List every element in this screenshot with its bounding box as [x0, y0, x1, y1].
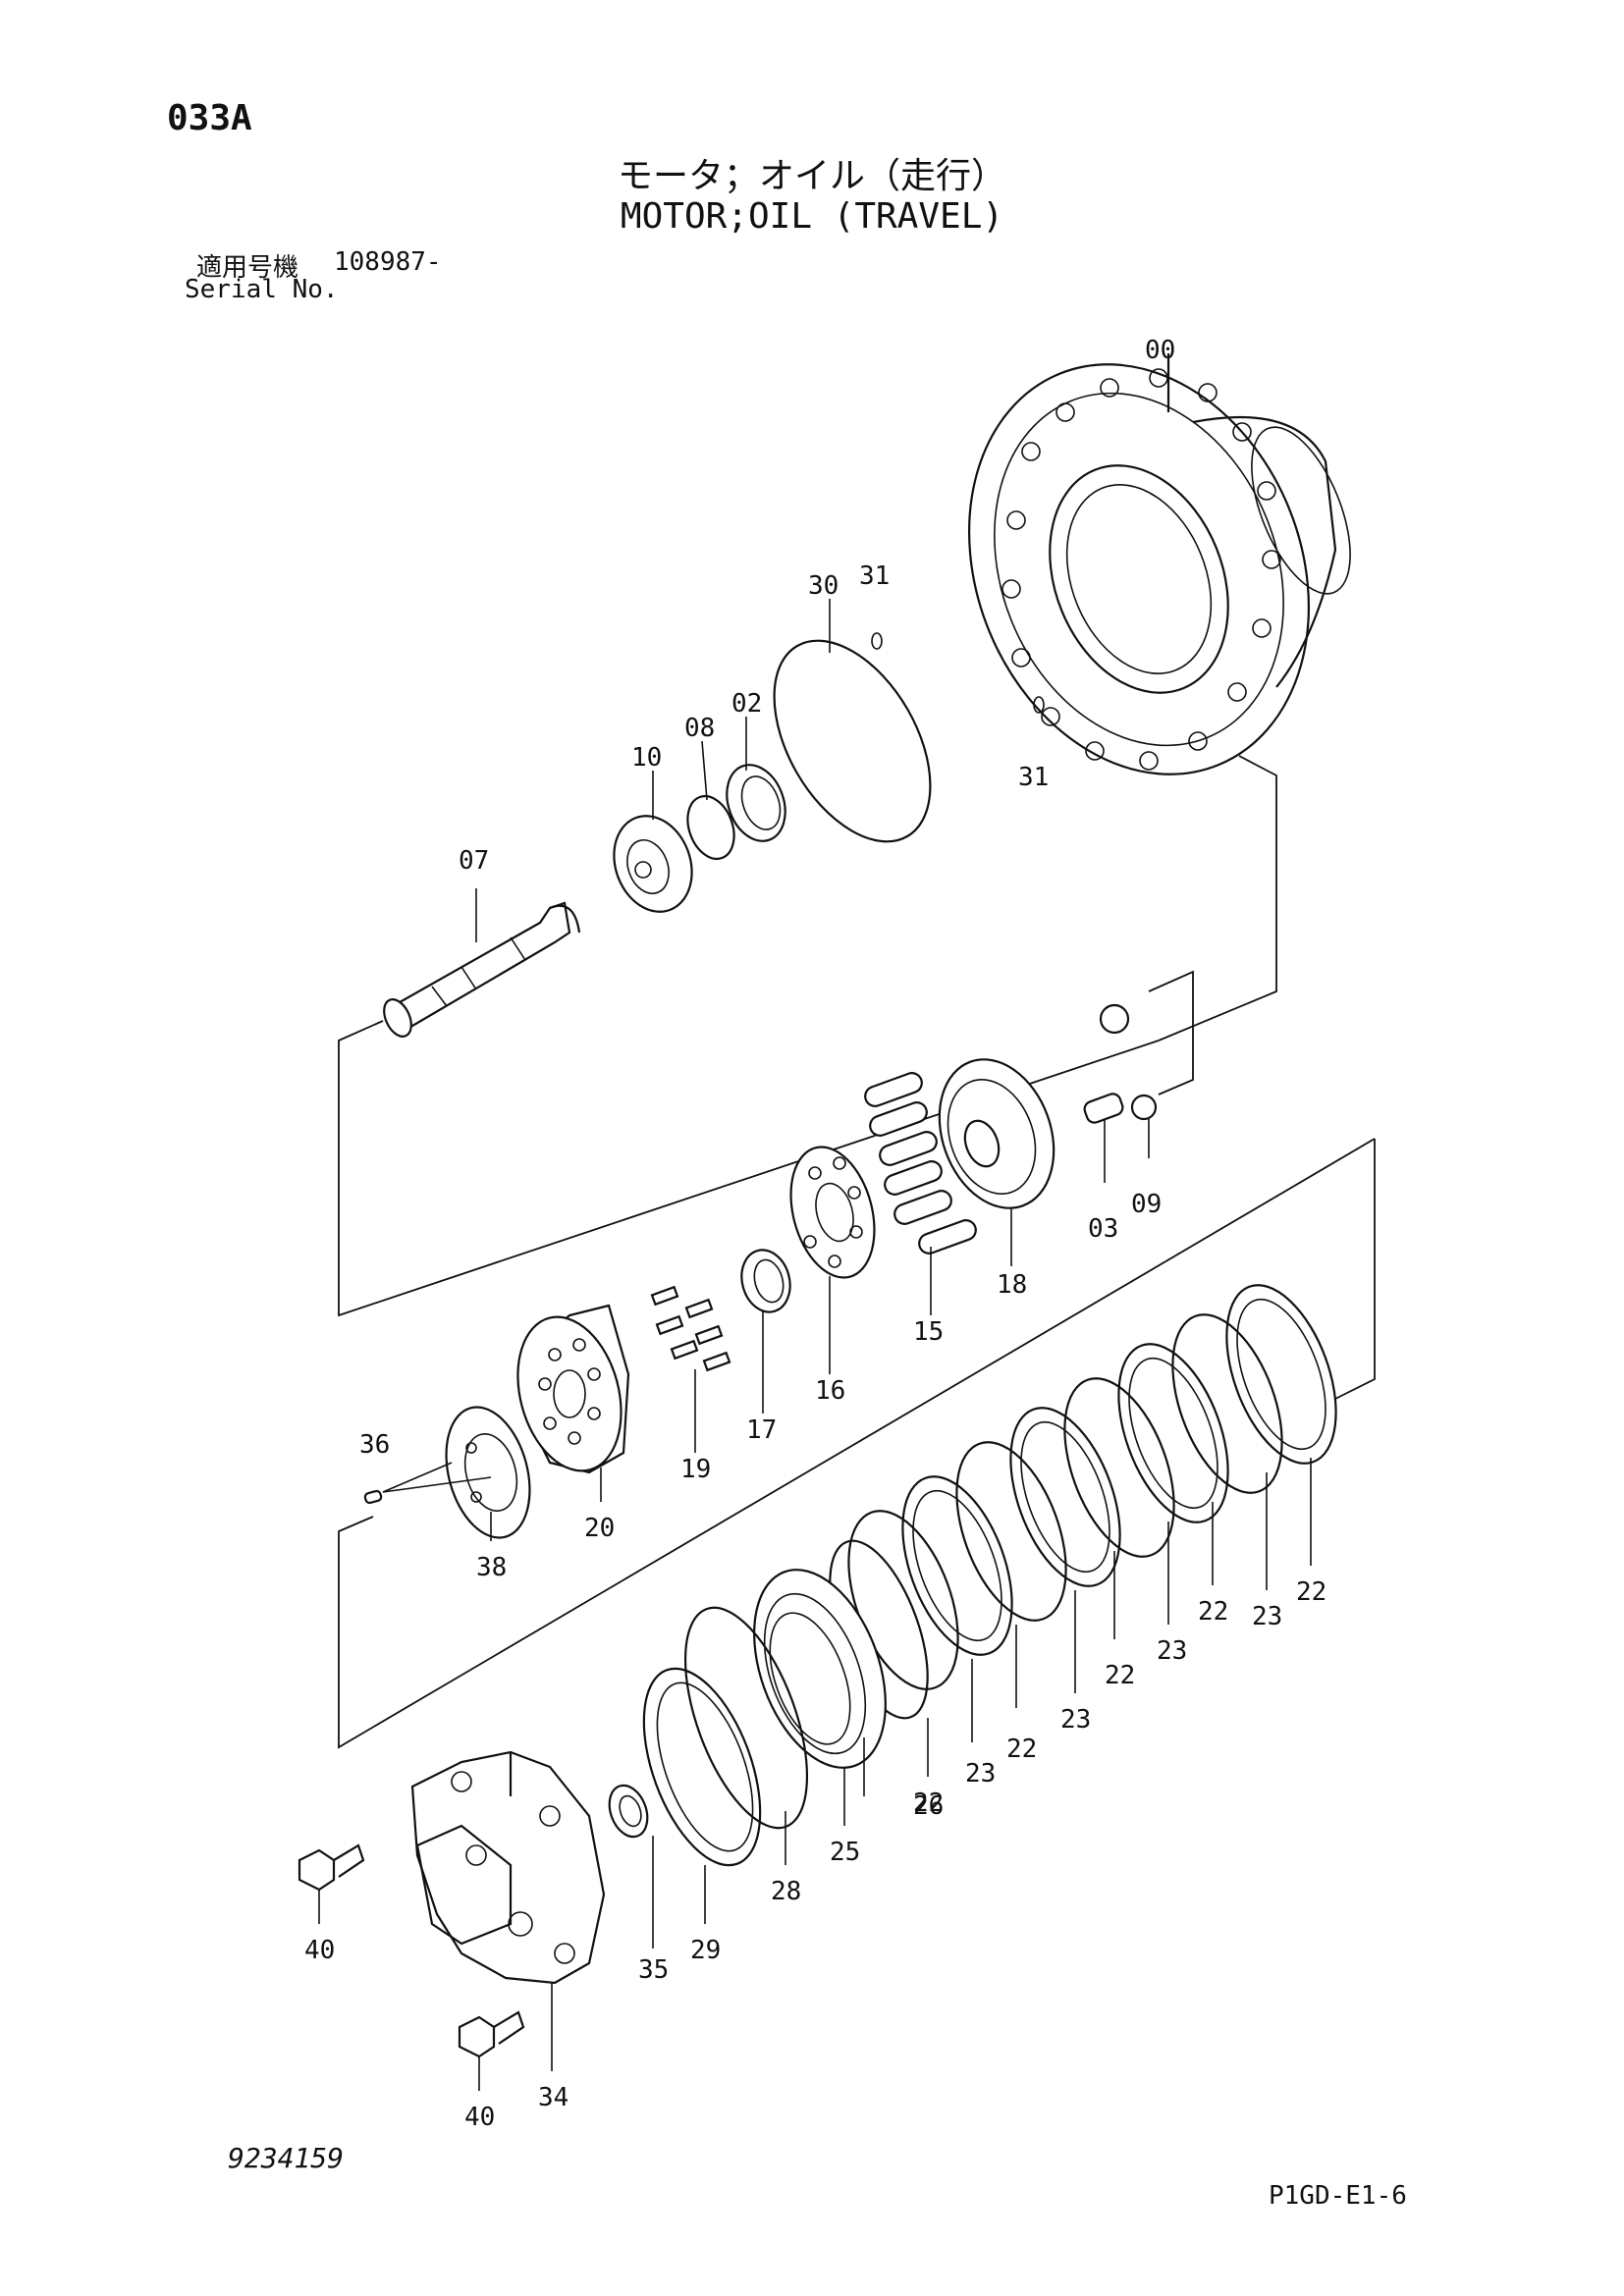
callout-02: 02: [731, 689, 762, 719]
part-springs: [650, 1285, 731, 1372]
part-cylinder-block: [516, 1304, 630, 1474]
part-o-ring-outer: [642, 1667, 762, 1867]
serial-label-english: Serial No.: [185, 275, 339, 304]
part-small-pin: [363, 1489, 383, 1505]
title-japanese: モータ；オイル（走行）: [617, 156, 1006, 196]
callout-22c: 22: [1105, 1661, 1135, 1690]
part-brake-piston: [753, 1569, 887, 1769]
part-o-ring-small: [1033, 696, 1045, 714]
part-o-ring-small: [871, 632, 883, 650]
callout-10: 10: [631, 743, 662, 773]
part-pistons: [864, 1072, 977, 1255]
part-swash-plate: [938, 1058, 1056, 1209]
part-bearing: [613, 815, 693, 913]
part-valve-casing: [410, 1750, 606, 1985]
callout-22b: 22: [1198, 1597, 1228, 1627]
callout-labels: 00 31 30 02 08 10 31 07 09 03 18 15 16 1…: [304, 336, 1326, 2132]
callout-23b: 23: [1157, 1636, 1187, 1666]
callout-15: 15: [913, 1317, 944, 1347]
part-friction-plates: [847, 1284, 1337, 1690]
part-bolt: [458, 2010, 525, 2058]
callout-28: 28: [771, 1877, 801, 1906]
serial-label-japanese: 適用号機: [196, 253, 299, 283]
callout-20: 20: [584, 1514, 615, 1543]
part-bushing: [740, 1249, 791, 1313]
callout-23d: 23: [965, 1759, 996, 1789]
part-seal: [726, 764, 786, 842]
serial-number: 108987-: [334, 247, 442, 277]
drawing-number: 9234159: [228, 2142, 345, 2174]
group-bracket-lines: [338, 755, 1376, 1749]
callout-25: 25: [830, 1838, 860, 1867]
callout-22d: 22: [1006, 1735, 1037, 1764]
part-shaft: [383, 901, 581, 1038]
part-plug: [1099, 1003, 1158, 1121]
part-housing: [968, 353, 1351, 775]
sheet-code: 033A: [167, 98, 252, 138]
callout-29: 29: [690, 1936, 721, 1965]
part-snap-ring: [686, 794, 735, 861]
callout-18: 18: [997, 1270, 1027, 1300]
callout-35: 35: [638, 1955, 669, 1985]
callout-26: 26: [913, 1791, 944, 1821]
callout-22e: 22: [913, 1789, 944, 1818]
part-needle-bearing: [608, 1784, 649, 1839]
callout-22: 22: [1296, 1577, 1326, 1607]
leader-line: [382, 1462, 453, 1493]
callout-38: 38: [476, 1553, 507, 1582]
callout-08: 08: [684, 714, 715, 743]
callout-30: 30: [808, 571, 839, 601]
callout-00: 00: [1145, 336, 1175, 365]
callout-31: 31: [859, 561, 890, 591]
part-o-ring-large: [773, 639, 932, 843]
callout-40b: 40: [464, 2103, 495, 2132]
callout-40: 40: [304, 1936, 335, 1965]
part-retainer-plate: [789, 1146, 876, 1279]
callout-leaders: [318, 363, 1312, 2091]
page-reference: P1GD-E1-6: [1269, 2181, 1407, 2211]
callout-03: 03: [1088, 1214, 1118, 1244]
callout-09: 09: [1131, 1190, 1162, 1219]
callout-07: 07: [459, 846, 489, 876]
callout-16: 16: [815, 1376, 845, 1406]
callout-31b: 31: [1018, 763, 1049, 792]
part-bolt: [298, 1843, 365, 1892]
callout-23: 23: [1252, 1602, 1282, 1631]
callout-36: 36: [359, 1430, 390, 1460]
callout-23c: 23: [1060, 1705, 1091, 1735]
title-english: MOTOR;OIL (TRAVEL): [620, 196, 1004, 237]
callout-34: 34: [538, 2083, 568, 2112]
part-pin: [1083, 1093, 1124, 1124]
callout-17: 17: [746, 1415, 777, 1445]
callout-19: 19: [680, 1455, 711, 1484]
leader-line: [382, 1476, 492, 1493]
